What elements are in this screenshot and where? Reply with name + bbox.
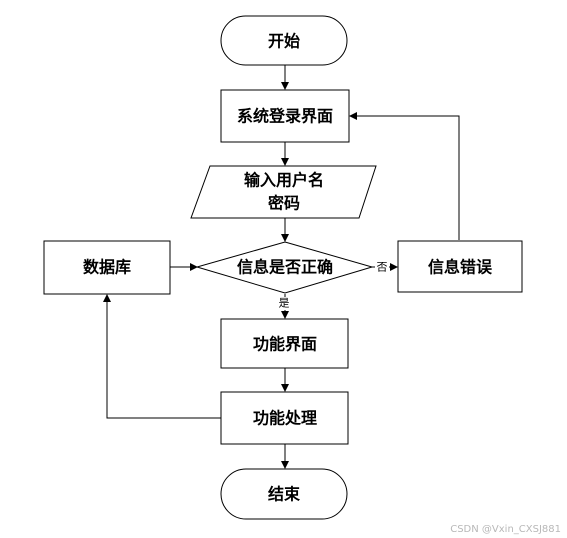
input-label-line2: 密码 (267, 194, 300, 213)
function-process-label: 功能处理 (253, 409, 317, 428)
yes-label-bg (277, 297, 291, 310)
no-branch-label: 否 (377, 261, 388, 274)
input-node: 输入用户名 密码 (190, 165, 377, 219)
database-node: 数据库 (43, 240, 171, 295)
end-label: 结束 (267, 485, 301, 504)
edge-process-to-database (103, 294, 221, 419)
error-label: 信息错误 (428, 258, 493, 277)
function-ui-label: 功能界面 (253, 335, 317, 354)
watermark-text: CSDN @Vxin_CXSJ881 (450, 524, 561, 535)
login-node: 系统登录界面 (220, 89, 350, 143)
database-label: 数据库 (83, 258, 131, 277)
end-node: 结束 (220, 468, 348, 520)
error-node: 信息错误 (397, 240, 523, 293)
decision-node: 信息是否正确 (195, 241, 374, 294)
yes-branch-label: 是 (279, 297, 290, 310)
input-label-line1: 输入用户名 (244, 171, 324, 190)
login-label: 系统登录界面 (237, 107, 333, 126)
edge-error-to-login (349, 112, 460, 240)
decision-label: 信息是否正确 (237, 258, 333, 277)
function-ui-node: 功能界面 (220, 318, 349, 369)
function-process-node: 功能处理 (220, 391, 349, 445)
start-label: 开始 (268, 32, 300, 51)
no-label-bg (375, 261, 389, 274)
start-node: 开始 (220, 15, 348, 66)
